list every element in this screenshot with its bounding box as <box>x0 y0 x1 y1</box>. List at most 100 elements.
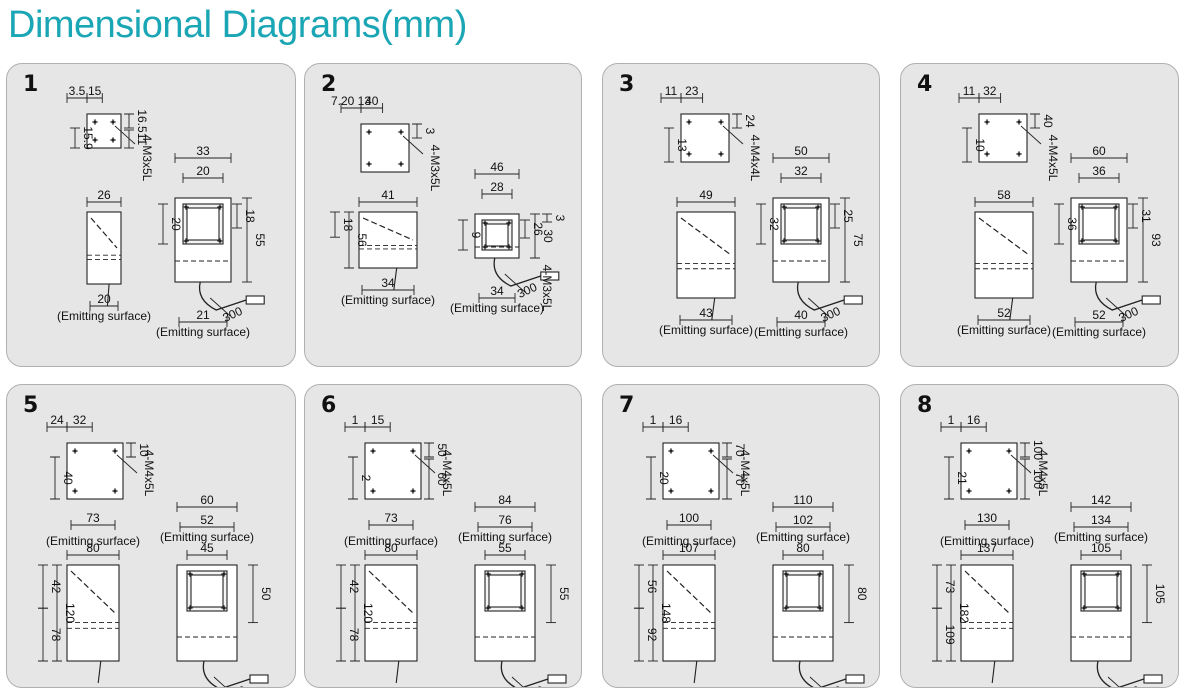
dimension-line <box>712 454 734 474</box>
emitting-window-inner <box>488 574 522 608</box>
top-dim-label: 15 <box>88 84 102 98</box>
top-dim-label: 10 <box>137 443 151 457</box>
front-inner-label: 28 <box>490 180 504 194</box>
screw-hole <box>1116 572 1120 576</box>
connector <box>1141 295 1161 305</box>
screw-hole <box>967 449 971 453</box>
screw-hole <box>818 606 822 610</box>
screw-hole <box>1082 606 1086 610</box>
top-view-body <box>662 442 720 500</box>
screw-hole <box>709 449 713 453</box>
screw-hole <box>1114 239 1118 243</box>
top-dim-label: 32 <box>983 84 997 98</box>
screw-hole <box>1017 120 1021 124</box>
top-dim-label: 1 <box>948 413 955 427</box>
side-emit-label: 73 <box>86 511 100 525</box>
front-emit-label: 40 <box>794 308 808 322</box>
front-emit-label: 102 <box>793 513 813 527</box>
emitting-window-inner <box>190 574 224 608</box>
front-inner-label: 55 <box>498 541 512 555</box>
top-dim-label: 40 <box>1041 114 1055 128</box>
screw-hole <box>1080 205 1084 209</box>
page-title: Dimensional Diagrams(mm) <box>8 4 467 46</box>
side-view-body <box>662 564 716 662</box>
dimension-line <box>70 570 116 614</box>
emitting-surface-label: (Emitting surface) <box>940 534 1034 548</box>
front-left-label: 36 <box>1065 217 1079 231</box>
front-inner-label: 45 <box>200 541 214 555</box>
screw-hole <box>816 239 820 243</box>
top-dim-label: 15 <box>371 413 385 427</box>
top-dim-label: 16 <box>967 413 981 427</box>
front-gap-label: 3 <box>553 215 567 222</box>
side-view-body <box>86 211 122 285</box>
front-inner-label: 105 <box>1091 541 1111 555</box>
top-dim-label: 16.5 <box>135 109 149 133</box>
screw-hole <box>985 120 989 124</box>
top-dim-label: 2 <box>359 475 373 482</box>
connector <box>540 271 560 281</box>
thread-label: 4-M4x5L <box>142 450 156 497</box>
front-inner-h-label: 25 <box>841 209 855 223</box>
front-left-label: 9 <box>469 232 483 239</box>
dimension-line <box>807 297 829 317</box>
side-view-body <box>358 211 418 269</box>
thread-label: 4-M3x5L <box>428 145 442 192</box>
side-width-label: 80 <box>86 541 100 555</box>
side-lower-label: 92 <box>645 628 659 642</box>
top-dim-label: 3.5 <box>69 84 86 98</box>
panel-number: 4 <box>917 72 933 97</box>
top-dim-label: 11 <box>963 84 976 98</box>
side-width-label: 107 <box>679 541 699 555</box>
screw-hole <box>399 162 403 166</box>
front-height-label: 50 <box>259 587 273 601</box>
screw-hole <box>784 572 788 576</box>
emitting-window-inner <box>784 207 818 241</box>
screw-hole <box>371 489 375 493</box>
top-dim-label: 16 <box>669 413 683 427</box>
emitting-window-inner <box>1082 207 1116 241</box>
top-dim-label: 70 <box>733 472 747 486</box>
cable-length-label: 300 <box>224 683 248 688</box>
connector <box>845 674 865 684</box>
side-emit-label: 43 <box>699 306 713 320</box>
cable <box>500 660 549 687</box>
top-dim-label: 40 <box>365 94 379 108</box>
screw-hole <box>188 606 192 610</box>
cable <box>1094 281 1143 311</box>
emitting-window-inner <box>786 574 820 608</box>
thread-label: 4-M4x5L <box>738 450 752 497</box>
emitting-surface-label: (Emitting surface) <box>957 323 1051 337</box>
front-width-label: 60 <box>200 493 214 507</box>
side-emit-label: 130 <box>977 511 997 525</box>
screw-hole <box>73 449 77 453</box>
side-width-label: 49 <box>699 188 713 202</box>
cable <box>198 281 247 311</box>
screw-hole <box>1017 152 1021 156</box>
screw-hole <box>367 130 371 134</box>
dimension-line <box>90 217 118 249</box>
dimension-line <box>362 217 414 241</box>
screw-hole <box>520 572 524 576</box>
side-view-body <box>676 211 736 299</box>
thread-label: 4-M3x5L <box>540 265 554 312</box>
front-height-label: 55 <box>557 587 571 601</box>
screw-hole <box>1007 489 1011 493</box>
screw-hole <box>371 449 375 453</box>
